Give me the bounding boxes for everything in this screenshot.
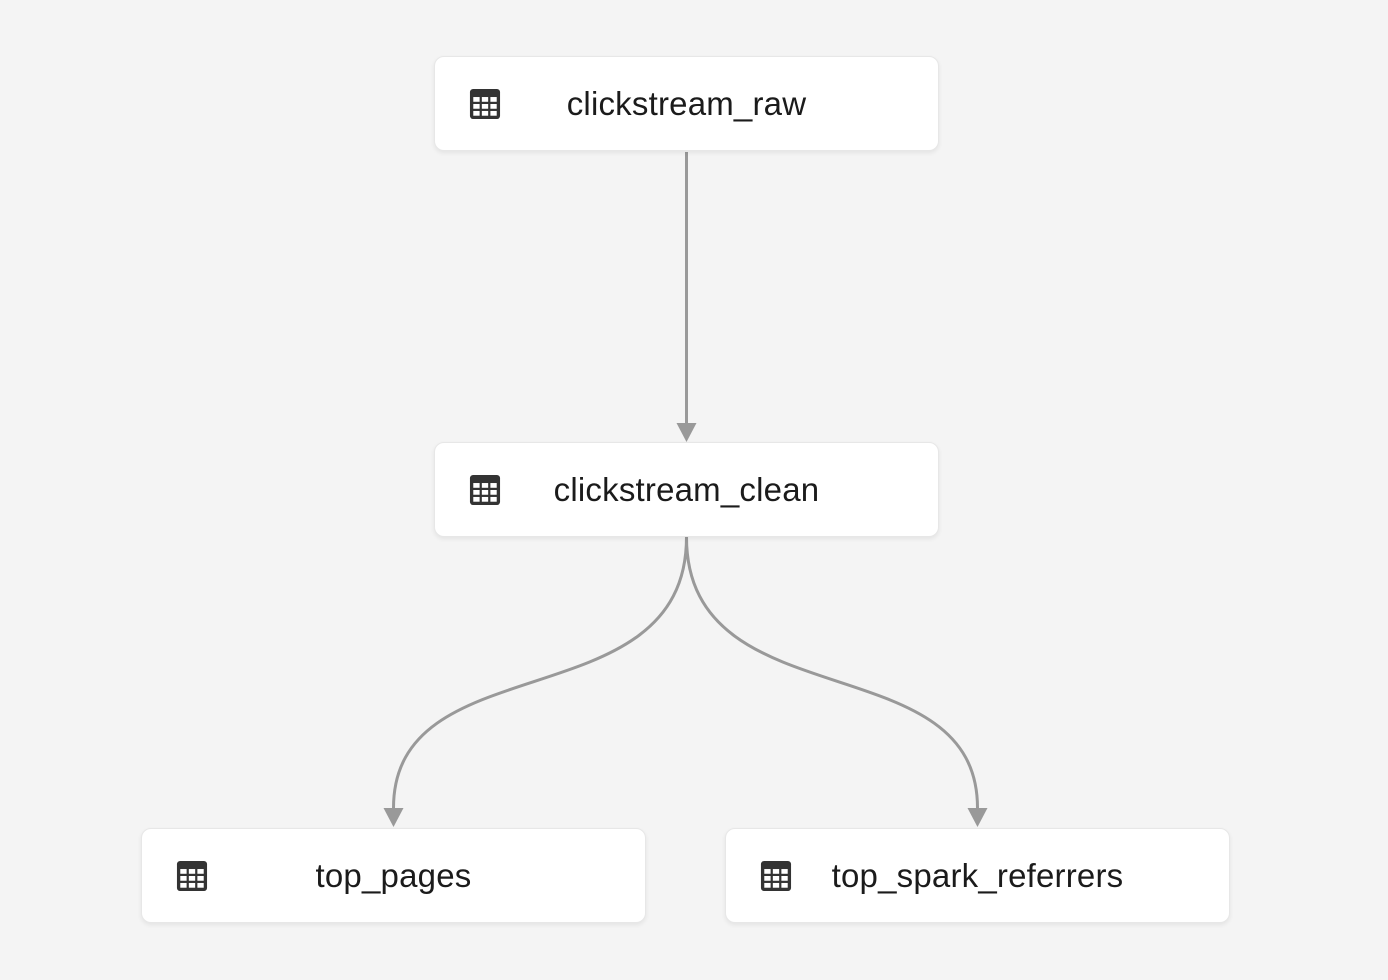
edge-clickstream-clean-to-top-pages: [383, 536, 688, 827]
table-icon: [760, 860, 792, 891]
table-icon: [176, 860, 208, 891]
node-clickstream-clean[interactable]: clickstream_clean: [434, 442, 939, 537]
node-label: clickstream_clean: [553, 470, 820, 508]
node-label: top_spark_referrers: [831, 856, 1124, 894]
node-label: top_pages: [315, 856, 472, 894]
node-clickstream-raw[interactable]: clickstream_raw: [434, 56, 939, 151]
node-label: clickstream_raw: [566, 84, 807, 122]
node-top-spark-referrers[interactable]: top_spark_referrers: [725, 828, 1230, 923]
node-top-pages[interactable]: top_pages: [141, 828, 646, 923]
edge-clickstream-clean-to-top-spark-referrers: [685, 536, 988, 827]
table-icon: [469, 88, 501, 119]
table-icon: [469, 474, 501, 505]
